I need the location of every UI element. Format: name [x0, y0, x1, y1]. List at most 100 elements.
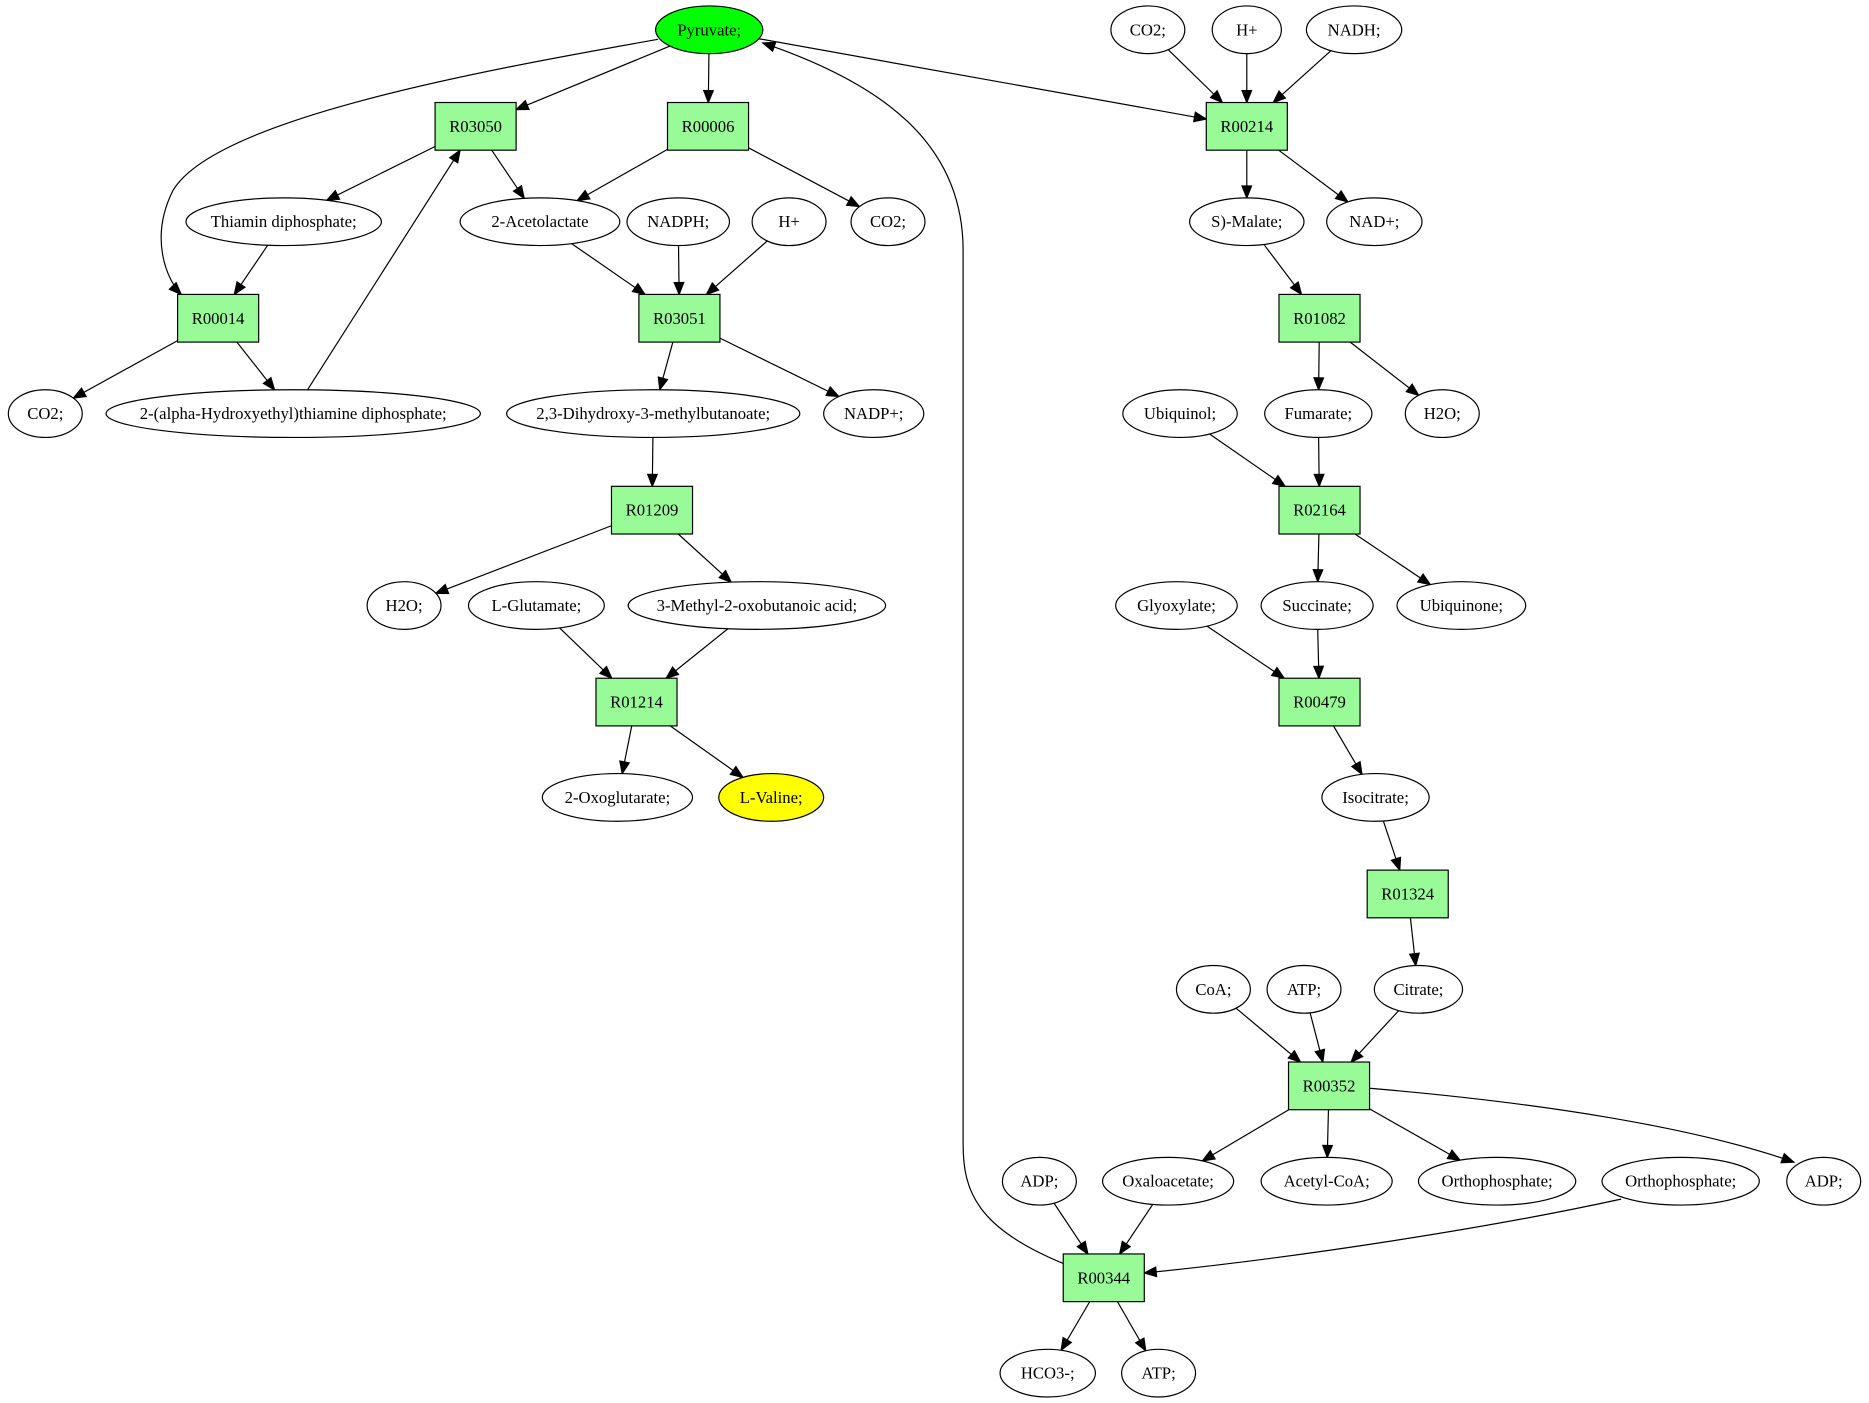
compound-ellipse[interactable] [467, 581, 605, 630]
compound-node-glutamate[interactable]: L-Glutamate; [467, 581, 605, 630]
compound-node-atp_2[interactable]: ATP; [1121, 1348, 1197, 1398]
compound-node-thiamin_dp[interactable]: Thiamin diphosphate; [185, 197, 383, 247]
compound-ellipse[interactable] [1188, 197, 1305, 247]
reaction-node-R03051[interactable]: R03051 [638, 293, 721, 343]
compound-ellipse[interactable] [1121, 1348, 1197, 1398]
compound-node-nad[interactable]: NAD+; [1326, 197, 1423, 247]
compound-ellipse[interactable] [459, 197, 621, 247]
reaction-node-R00006[interactable]: R00006 [666, 101, 750, 151]
compound-ellipse[interactable] [1786, 1156, 1862, 1206]
compound-ellipse[interactable] [185, 197, 383, 247]
compound-ellipse[interactable] [1266, 964, 1342, 1014]
compound-node-adp_2[interactable]: ADP; [1786, 1156, 1862, 1206]
compound-node-acetolactate[interactable]: 2-Acetolactate [459, 197, 621, 247]
compound-ellipse[interactable] [1110, 5, 1186, 55]
compound-ellipse[interactable] [1396, 581, 1527, 630]
compound-node-orthophosphate_1[interactable]: Orthophosphate; [1417, 1156, 1577, 1206]
compound-ellipse[interactable] [751, 197, 827, 247]
compound-ellipse[interactable] [1211, 5, 1282, 55]
compound-node-coa[interactable]: CoA; [1175, 964, 1251, 1014]
compound-node-atp_1[interactable]: ATP; [1266, 964, 1342, 1014]
compound-ellipse[interactable] [366, 581, 442, 630]
compound-node-ubiquinol[interactable]: Ubiquinol; [1122, 389, 1238, 439]
reaction-box[interactable] [1366, 869, 1449, 919]
compound-ellipse[interactable] [505, 389, 801, 439]
compound-node-valine[interactable]: L-Valine; [718, 772, 825, 822]
reaction-box[interactable] [1062, 1253, 1145, 1303]
reaction-box[interactable] [434, 101, 517, 151]
compound-node-hplus_1[interactable]: H+ [751, 197, 827, 247]
compound-node-dihydroxy[interactable]: 2,3-Dihydroxy-3-methylbutanoate; [505, 389, 801, 439]
compound-node-nadh[interactable]: NADH; [1305, 5, 1403, 55]
compound-ellipse[interactable] [1321, 772, 1430, 822]
compound-ellipse[interactable] [541, 772, 694, 822]
compound-ellipse[interactable] [1001, 1156, 1077, 1206]
compound-node-nadph[interactable]: NADPH; [626, 197, 731, 247]
compound-ellipse[interactable] [823, 389, 925, 439]
source-ellipse[interactable] [654, 5, 764, 55]
compound-node-ubiquinone[interactable]: Ubiquinone; [1396, 581, 1527, 630]
compound-ellipse[interactable] [1260, 581, 1374, 630]
compound-node-hplus_2[interactable]: H+ [1211, 5, 1282, 55]
compound-node-succinate[interactable]: Succinate; [1260, 581, 1374, 630]
reaction-box[interactable] [177, 293, 260, 343]
compound-node-isocitrate[interactable]: Isocitrate; [1321, 772, 1430, 822]
compound-ellipse[interactable] [1305, 5, 1403, 55]
compound-node-malate[interactable]: S)-Malate; [1188, 197, 1305, 247]
reaction-node-R01082[interactable]: R01082 [1278, 293, 1361, 343]
compound-node-co2_2[interactable]: CO2; [7, 389, 83, 439]
compound-ellipse[interactable] [627, 581, 887, 630]
compound-node-methyl_oxo[interactable]: 3-Methyl-2-oxobutanoic acid; [627, 581, 887, 630]
compound-node-fumarate[interactable]: Fumarate; [1264, 389, 1373, 439]
target-ellipse[interactable] [718, 772, 825, 822]
reaction-node-R00479[interactable]: R00479 [1278, 677, 1361, 727]
compound-ellipse[interactable] [1373, 964, 1464, 1014]
compound-ellipse[interactable] [1115, 581, 1238, 630]
reaction-box[interactable] [638, 293, 721, 343]
compound-node-orthophosphate_2[interactable]: Orthophosphate; [1601, 1156, 1760, 1206]
reaction-box[interactable] [666, 101, 750, 151]
compound-ellipse[interactable] [7, 389, 83, 439]
reaction-node-R00014[interactable]: R00014 [177, 293, 260, 343]
compound-ellipse[interactable] [1264, 389, 1373, 439]
compound-ellipse[interactable] [105, 389, 481, 439]
reaction-node-R01214[interactable]: R01214 [595, 677, 678, 727]
reaction-node-R02164[interactable]: R02164 [1278, 485, 1361, 535]
reaction-box[interactable] [1278, 485, 1361, 535]
compound-node-adp_1[interactable]: ADP; [1001, 1156, 1077, 1206]
reaction-node-R01324[interactable]: R01324 [1366, 869, 1449, 919]
compound-node-oxoglutarate[interactable]: 2-Oxoglutarate; [541, 772, 694, 822]
compound-ellipse[interactable] [1417, 1156, 1577, 1206]
compound-node-hydroxyethyl_tdp[interactable]: 2-(alpha-Hydroxyethyl)thiamine diphospha… [105, 389, 481, 439]
compound-ellipse[interactable] [626, 197, 731, 247]
reaction-box[interactable] [595, 677, 678, 727]
reaction-node-R01209[interactable]: R01209 [610, 485, 694, 535]
compound-ellipse[interactable] [1175, 964, 1251, 1014]
compound-node-h2o_1[interactable]: H2O; [366, 581, 442, 630]
reaction-node-R00344[interactable]: R00344 [1062, 1253, 1145, 1303]
compound-ellipse[interactable] [1326, 197, 1423, 247]
compound-ellipse[interactable] [850, 197, 926, 247]
reaction-box[interactable] [1278, 293, 1361, 343]
compound-ellipse[interactable] [1601, 1156, 1760, 1206]
compound-node-nadp[interactable]: NADP+; [823, 389, 925, 439]
compound-node-citrate[interactable]: Citrate; [1373, 964, 1464, 1014]
reaction-node-R00352[interactable]: R00352 [1287, 1061, 1371, 1111]
compound-ellipse[interactable] [1122, 389, 1238, 439]
reaction-box[interactable] [1287, 1061, 1371, 1111]
compound-ellipse[interactable] [1260, 1156, 1393, 1206]
compound-node-h2o_2[interactable]: H2O; [1404, 389, 1480, 439]
reaction-node-R03050[interactable]: R03050 [434, 101, 517, 151]
compound-ellipse[interactable] [1101, 1156, 1235, 1206]
reaction-box[interactable] [610, 485, 694, 535]
compound-node-co2_1[interactable]: CO2; [850, 197, 926, 247]
compound-ellipse[interactable] [999, 1348, 1097, 1398]
reaction-box[interactable] [1205, 101, 1288, 151]
compound-node-glyoxylate[interactable]: Glyoxylate; [1115, 581, 1238, 630]
compound-node-co2_3[interactable]: CO2; [1110, 5, 1186, 55]
compound-node-acetylcoa[interactable]: Acetyl-CoA; [1260, 1156, 1393, 1206]
compound-node-oxaloacetate[interactable]: Oxaloacetate; [1101, 1156, 1235, 1206]
compound-node-pyruvate[interactable]: Pyruvate; [654, 5, 764, 55]
compound-node-hco3[interactable]: HCO3-; [999, 1348, 1097, 1398]
reaction-box[interactable] [1278, 677, 1361, 727]
